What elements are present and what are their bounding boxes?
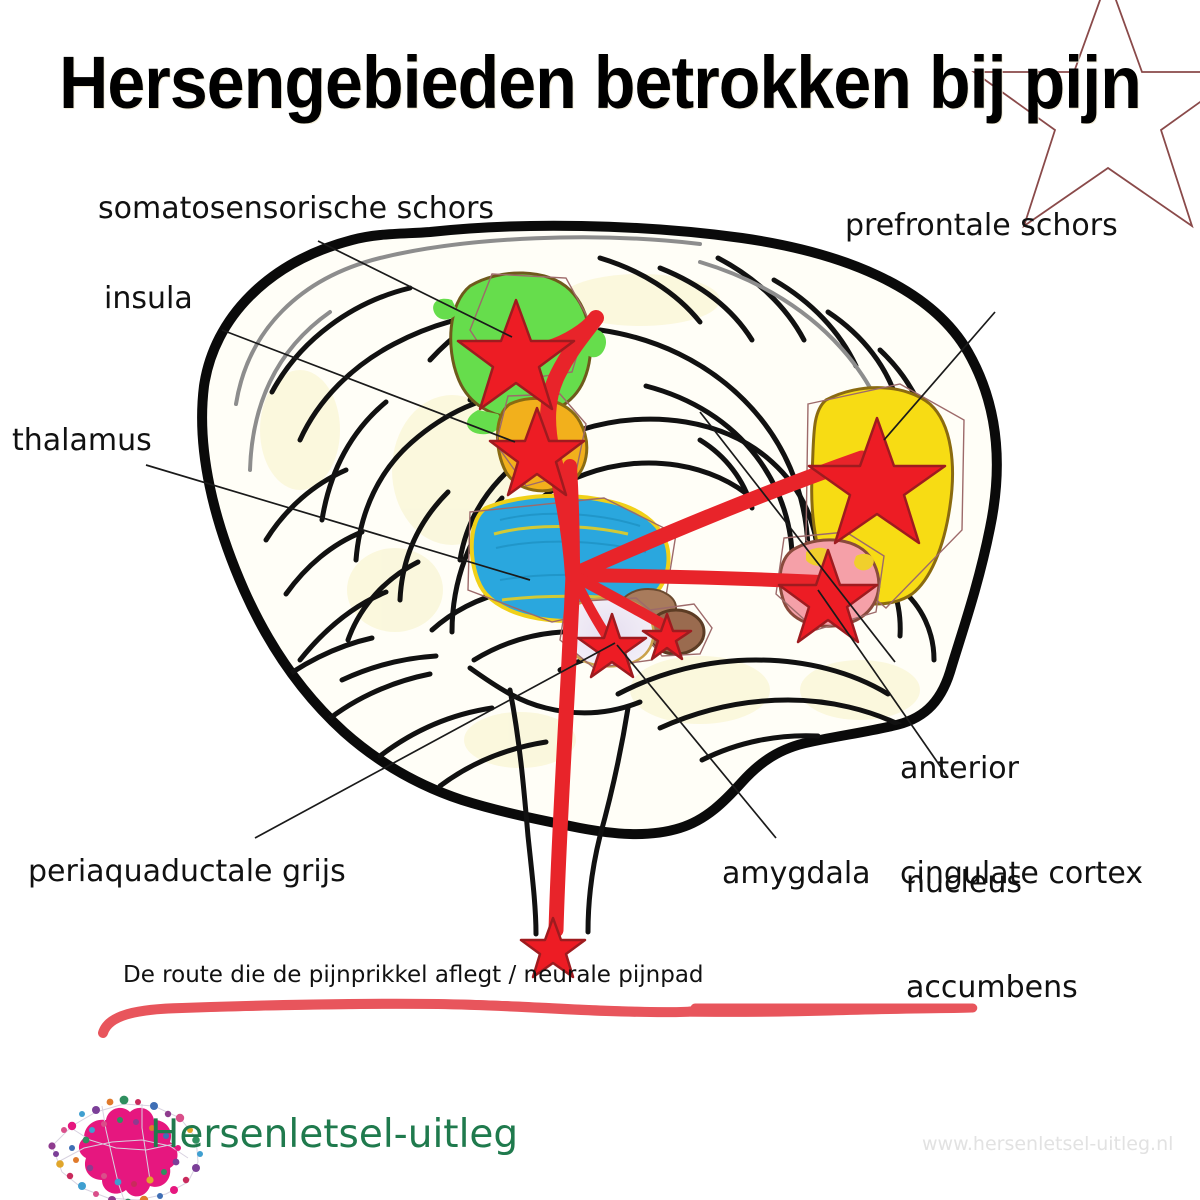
label-anterior-cingulate-cortex-line2: cingulate cortex xyxy=(900,856,1144,891)
label-nucleus-accumbens: nucleus accumbens xyxy=(906,795,1078,1075)
page-title: Hersengebieden betrokken bij pijn xyxy=(59,41,1142,124)
pathway-stars xyxy=(456,298,947,979)
label-somatosensorische-schors: somatosensorische schors xyxy=(98,191,495,226)
label-insula: insula xyxy=(104,281,193,316)
brainstem xyxy=(467,665,643,937)
label-anterior-cingulate-cortex-line1: anterior xyxy=(900,751,1019,786)
star-prefrontal xyxy=(807,416,947,545)
label-nucleus-accumbens-line2: accumbens xyxy=(906,970,1078,1005)
brand-name: Hersenletsel-uitleg xyxy=(150,1112,519,1157)
star-nucleus-accumbens xyxy=(777,548,879,644)
label-prefrontale-schors: prefrontale schors xyxy=(845,208,1118,243)
label-periaquaductale-grijs: periaquaductale grijs xyxy=(28,854,346,889)
star-amygdala xyxy=(641,612,693,661)
pathway-caption: De route die de pijnprikkel aflegt / neu… xyxy=(123,962,704,988)
label-nucleus-accumbens-line1: nucleus xyxy=(906,865,1022,900)
star-somatosensory xyxy=(456,298,576,411)
star-insula xyxy=(488,406,586,497)
brand-url: www.hersenletsel-uitleg.nl xyxy=(922,1133,1174,1155)
star-spinal-entry xyxy=(519,916,587,979)
label-anterior-cingulate-cortex: anterior cingulate cortex xyxy=(900,681,1143,961)
label-thalamus: thalamus xyxy=(12,423,152,458)
label-amygdala: amygdala xyxy=(722,856,871,891)
